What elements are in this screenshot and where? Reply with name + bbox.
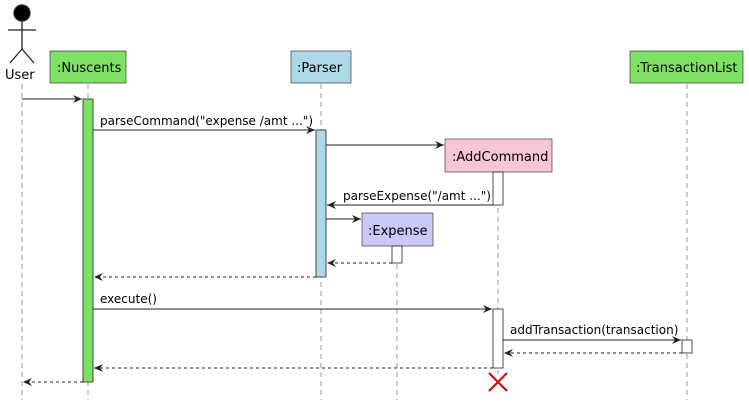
addcommand-participant-label: :AddCommand [452, 150, 548, 165]
addcommand-destroy-icon [488, 372, 508, 392]
parsecommand-label: parseCommand("expense /amt ...") [100, 114, 313, 128]
execute-label: execute() [100, 292, 157, 306]
expense-participant-label: :Expense [368, 224, 428, 239]
addcommand-activation-bar-1 [492, 171, 504, 206]
transactionlist-participant-box [629, 50, 744, 84]
parser-activation-bar [315, 129, 327, 278]
expense-activation-bar [391, 245, 403, 264]
transactionlist-activation-bar [681, 339, 693, 354]
addtransaction-label: addTransaction(transaction) [510, 323, 678, 337]
addcommand-activation-bar-2 [492, 308, 504, 369]
nuscents-participant-label: :Nuscents [57, 61, 122, 76]
user-actor-icon [8, 4, 36, 64]
nuscents-participant-box [49, 50, 127, 84]
addcommand-participant-box [444, 138, 553, 173]
transactionlist-participant-label: :TransactionList [636, 61, 737, 76]
user-actor-label: User [5, 68, 35, 83]
parseexpense-label: parseExpense("/amt ...") [343, 189, 491, 203]
parser-participant-label: :Parser [297, 61, 343, 76]
parser-participant-box [290, 50, 352, 84]
nuscents-activation-bar [82, 98, 94, 383]
